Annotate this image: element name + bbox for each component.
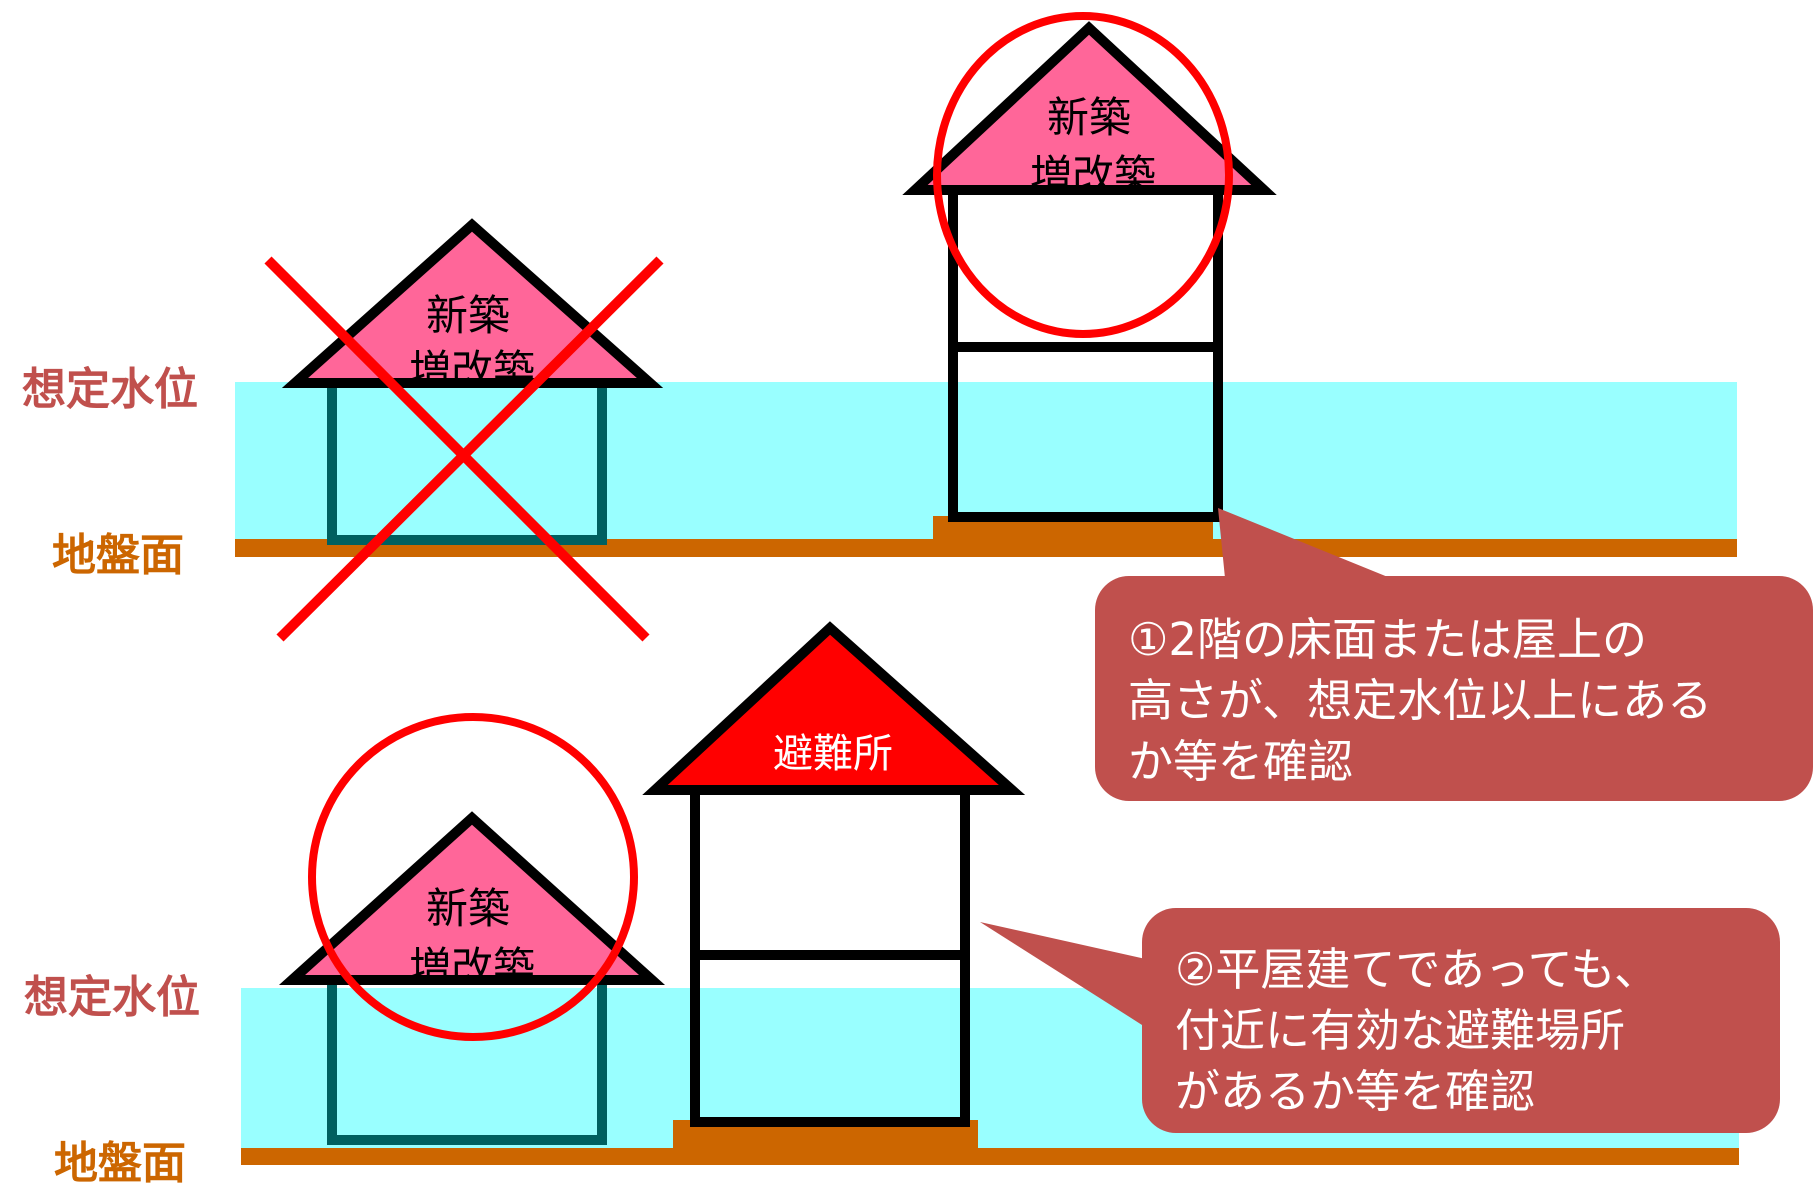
ok-circle-icon [933,12,1233,338]
cross-mark-icon [264,256,664,642]
roof-label-line2: 増改築 [409,943,535,992]
house-flooded: 新築 増改築 [281,218,664,545]
callout-line1: ①2階の床面または屋上の [1128,613,1647,666]
callout-line3: があるか等を確認 [1175,1065,1535,1118]
ground-level-label: 地盤面 [52,530,184,581]
shelter-frame-lower [690,950,970,1127]
roof-label-line1: 新築 [1047,93,1131,142]
callout-box [1095,576,1813,801]
ground-line [241,1148,1739,1165]
callout-floor-height: ①2階の床面または屋上の 高さが、想定水位以上にある か等を確認 [1095,508,1813,801]
shelter-roof [642,621,1026,795]
callout-box [1142,908,1780,1133]
roof-label-line1: 新築 [426,884,510,933]
house-roof [281,218,664,388]
roof-label-line2: 増改築 [409,346,535,395]
callout-line2: 高さが、想定水位以上にある [1128,674,1712,727]
top-panel: 想定水位 地盤面 新築 増改築 新築 増改築 [22,12,1813,801]
water-level-label: 想定水位 [22,364,198,415]
water-level-label: 想定水位 [24,972,200,1023]
shelter-frame-upper [690,785,970,960]
ok-circle-icon [308,713,638,1041]
house-roof [902,21,1277,195]
callout-line2: 付近に有効な避難場所 [1175,1004,1625,1057]
callout-nearby-shelter: ②平屋建てであっても、 付近に有効な避難場所 があるか等を確認 [980,908,1780,1133]
ground-level-label: 地盤面 [54,1138,186,1183]
roof-label-line2: 増改築 [1030,151,1156,200]
roof-label-line1: 新築 [426,291,510,340]
house-roof [278,811,666,985]
house-frame-upper [948,185,1223,352]
house-single-storey: 新築 増改築 [278,811,666,1145]
callout-line1: ②平屋建てであっても、 [1175,943,1659,996]
evacuation-shelter: 避難所 [642,621,1026,1127]
shelter-roof-label: 避難所 [773,731,893,777]
ground-line [235,539,1737,557]
house-two-storey: 新築 増改築 [902,21,1277,522]
bottom-panel: 想定水位 地盤面 新築 増改築 避難所 ②平屋建てであっても、 付近に有効な避難… [24,621,1780,1183]
callout-line3: か等を確認 [1128,735,1353,788]
